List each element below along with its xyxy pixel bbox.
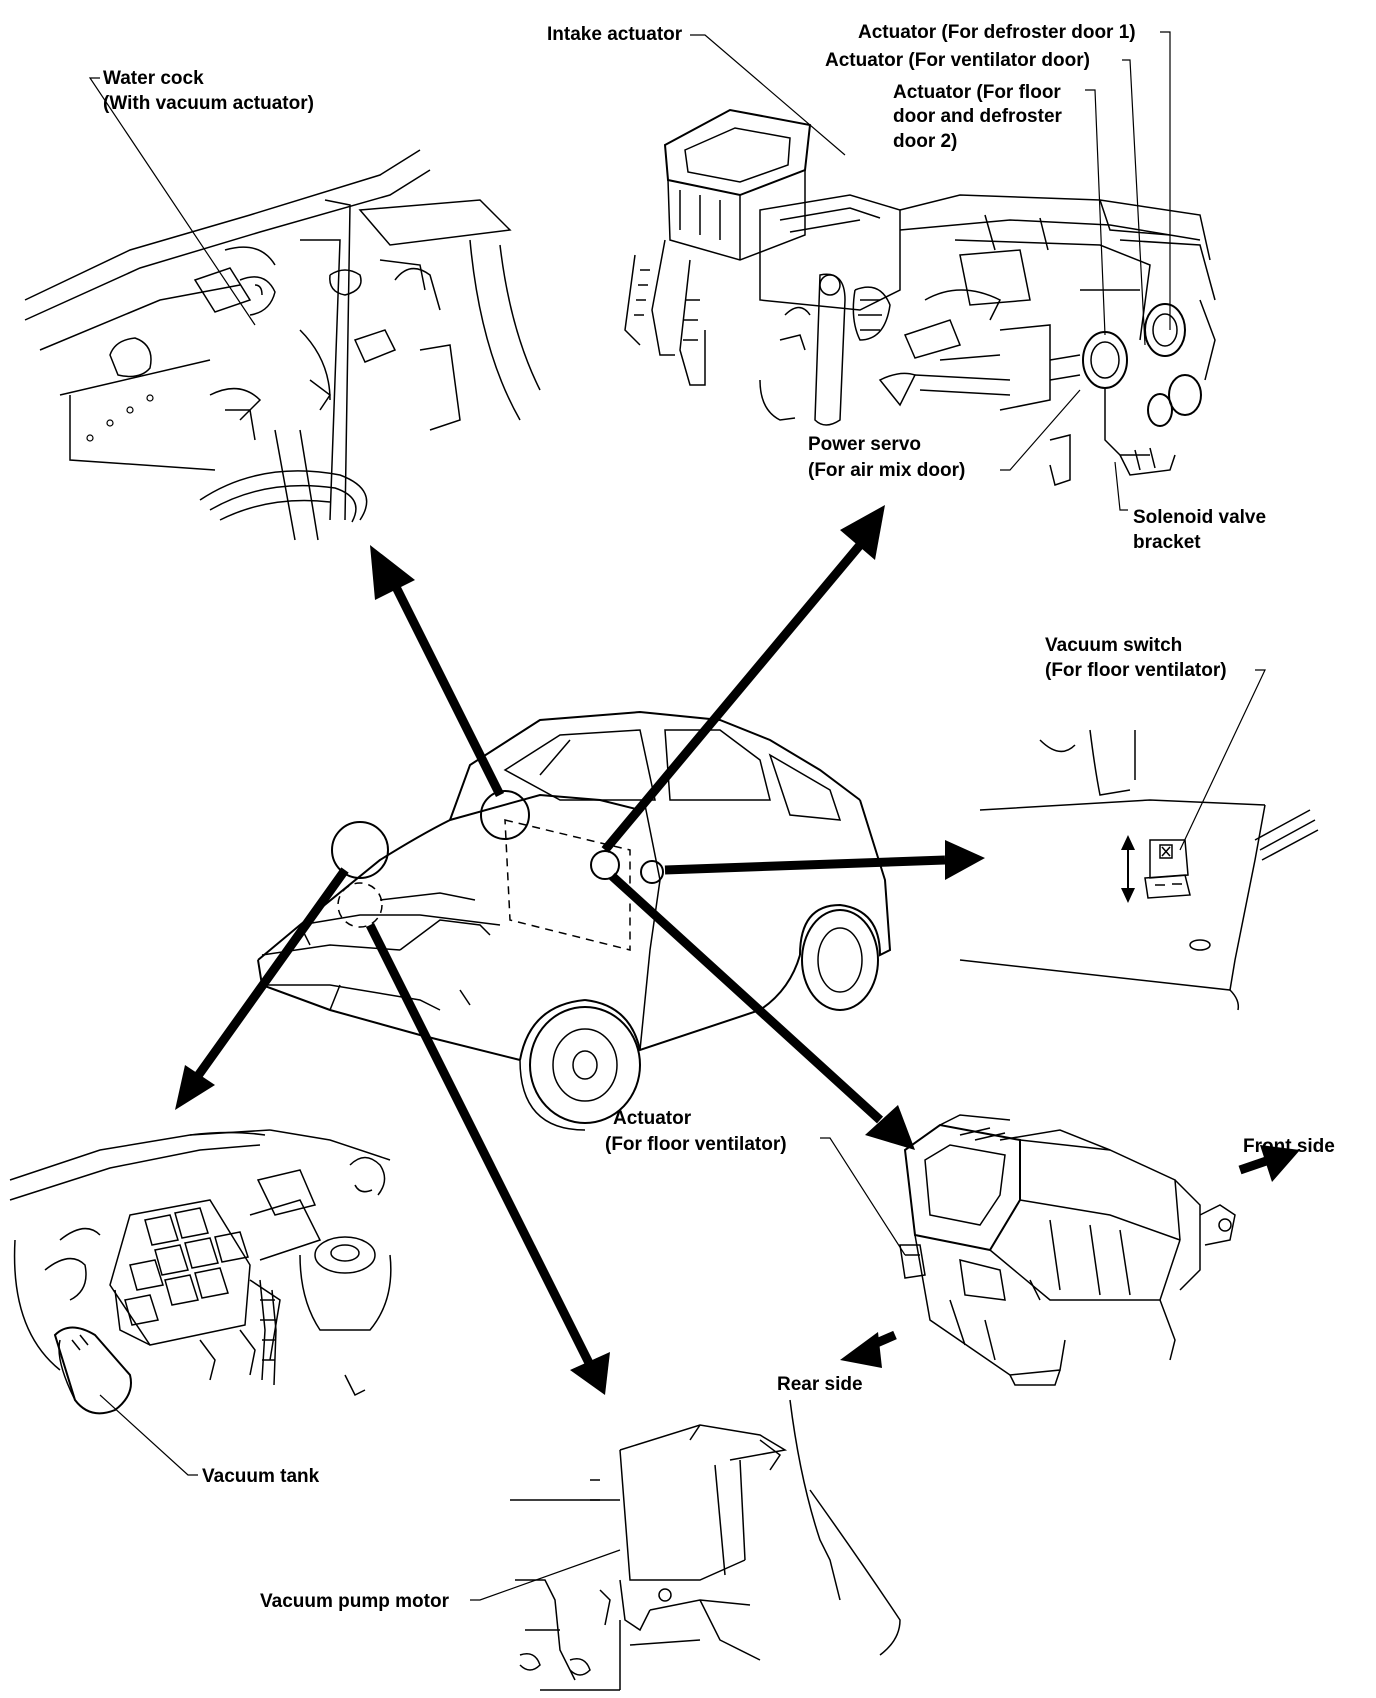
vacuum-switch-view [959,729,1319,1011]
label-vacuum-switch: Vacuum switch [1045,635,1182,656]
label-actuator-ventilator: Actuator (For ventilator door) [825,50,1090,71]
label-power-servo-sub: (For air mix door) [808,460,965,481]
callout-labels: Water cock (With vacuum actuator) Intake… [103,22,1335,1612]
label-water-cock: Water cock [103,68,204,89]
heater-unit-actuators-view [624,108,1216,486]
car-overview [257,710,892,1131]
label-actuator-floor-defroster-2-l1: Actuator (For floor [893,82,1061,103]
floor-ventilator-duct-view [899,1114,1236,1386]
vacuum-tank-relay-view [9,1129,392,1415]
label-actuator-floor-defroster-2-l2: door and defroster [893,106,1063,127]
label-power-servo: Power servo [808,434,921,455]
label-actuator-defroster-1: Actuator (For defroster door 1) [858,22,1136,43]
vacuum-pump-motor-view [510,1399,901,1691]
label-vacuum-switch-sub: (For floor ventilator) [1045,660,1227,681]
label-rear-side: Rear side [777,1374,863,1395]
label-solenoid-valve: Solenoid valve [1133,507,1266,528]
label-solenoid-bracket: bracket [1133,532,1201,553]
label-actuator-floor-ventilator: Actuator [613,1108,692,1129]
label-vacuum-tank: Vacuum tank [202,1466,320,1487]
label-front-side: Front side [1243,1136,1335,1157]
label-vacuum-pump-motor: Vacuum pump motor [260,1591,450,1612]
water-cock-engine-bay-view [24,149,541,541]
label-actuator-floor-ventilator-sub: (For floor ventilator) [605,1134,787,1155]
label-water-cock-sub: (With vacuum actuator) [103,93,314,114]
label-intake-actuator: Intake actuator [547,24,683,45]
locator-arrows [175,505,1300,1395]
label-actuator-floor-defroster-2-l3: door 2) [893,131,957,152]
leader-lines [88,31,1266,1601]
